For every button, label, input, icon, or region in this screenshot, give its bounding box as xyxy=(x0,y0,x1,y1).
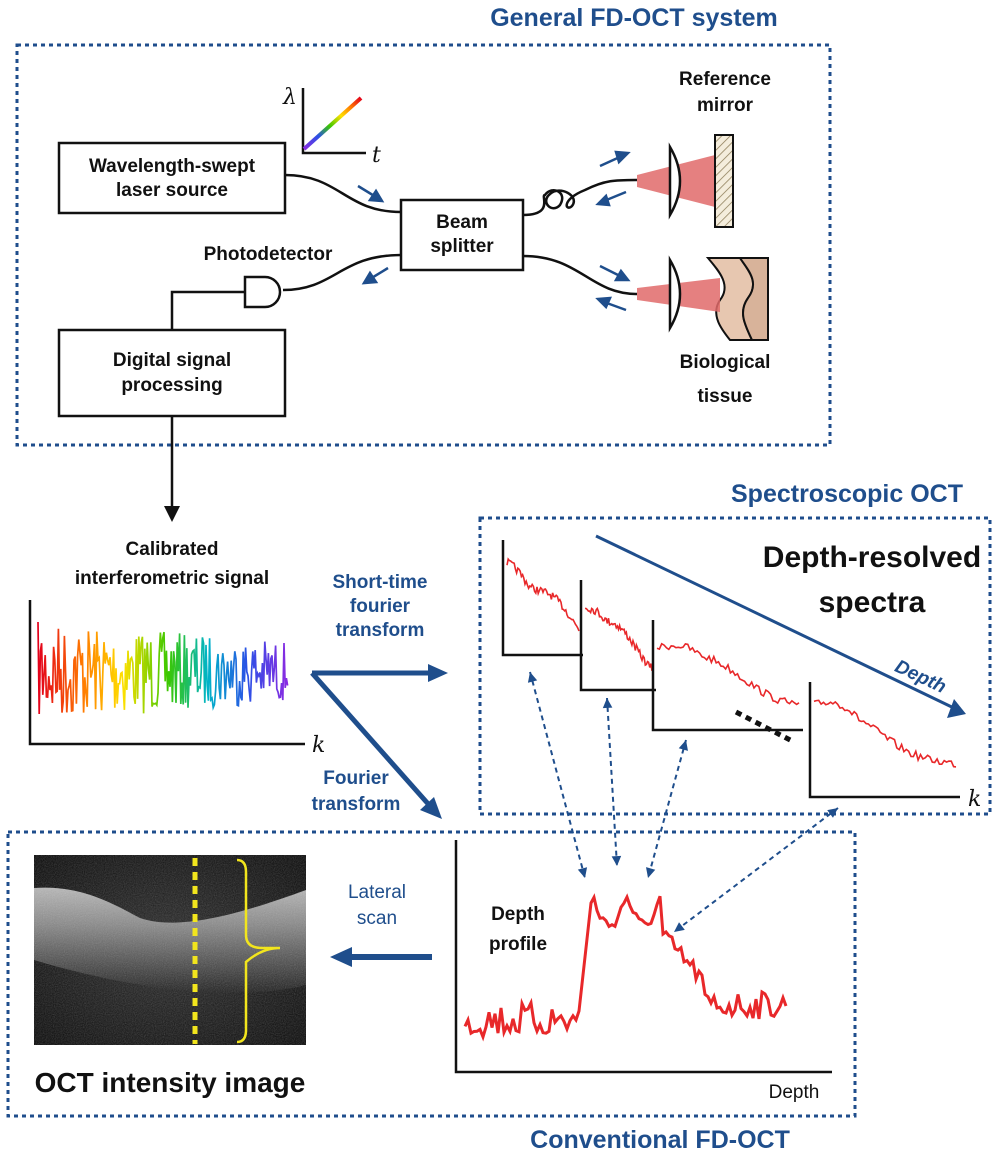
sweep-t-symbol: t xyxy=(372,143,381,168)
correspondence-line xyxy=(529,671,586,879)
spectrum-panel-axes xyxy=(651,620,803,732)
ft-arrowhead xyxy=(420,797,442,819)
direction-arrows xyxy=(357,150,631,312)
depth-arrowhead xyxy=(947,699,966,718)
wire-detector-to-dsp xyxy=(170,290,245,330)
ft-label-1: Fourier xyxy=(323,768,389,789)
sweep-axes xyxy=(301,88,366,155)
depth-profile-trace xyxy=(463,893,788,1042)
depth-axis-label: Depth xyxy=(769,1082,820,1103)
oct-image xyxy=(34,855,306,1045)
stft-label-1: Short-time xyxy=(333,572,428,593)
depth-profile-label-2: profile xyxy=(489,934,547,955)
depth-profile-axes xyxy=(454,840,832,1074)
wavelength-sweep-plot: λ t xyxy=(282,85,381,168)
tissue-label-2: tissue xyxy=(698,386,753,407)
reference-lens xyxy=(668,142,682,220)
spectrum-curve xyxy=(813,699,957,768)
correspondence-arrowhead xyxy=(646,867,656,878)
lateral-label-1: Lateral xyxy=(348,882,406,903)
stft-label-3: transform xyxy=(336,620,425,641)
oct-speckle xyxy=(34,855,306,1045)
tissue-layer-2 xyxy=(738,257,769,341)
reference-arm xyxy=(637,134,734,228)
spectrum-curve xyxy=(656,642,800,706)
spectrum-curve xyxy=(584,606,653,672)
correspondence-arrowhead xyxy=(827,808,838,818)
splitter-label-1: Beam xyxy=(436,212,488,233)
signal-axes xyxy=(28,600,305,746)
reference-mirror xyxy=(714,134,734,228)
correspondence-arrowhead xyxy=(602,698,613,709)
photodetector-symbol xyxy=(243,275,282,309)
correspondence-line xyxy=(606,697,618,867)
sweep-lambda-symbol: λ xyxy=(282,85,297,110)
spectra-title-2: spectra xyxy=(819,586,926,619)
conventional-frame xyxy=(6,830,857,1118)
spectroscopic-title: Spectroscopic OCT xyxy=(731,480,963,508)
correspondence-arrowhead xyxy=(678,740,688,751)
dsp-label-1: Digital signal xyxy=(113,350,231,371)
dsp-output-arrowhead xyxy=(164,506,180,522)
beam-splitter-box xyxy=(399,198,525,272)
stft-arrowhead xyxy=(428,664,448,682)
spectra-k-symbol: k xyxy=(968,787,981,812)
correspondence-arrowhead xyxy=(577,867,588,878)
laser-source-box xyxy=(57,141,287,215)
interferometric-signal-trace xyxy=(37,621,289,715)
dsp-box xyxy=(57,328,287,418)
spectrum-curve xyxy=(506,557,580,632)
conventional-title: Conventional FD-OCT xyxy=(530,1126,790,1154)
correspondence-arrowhead xyxy=(674,922,685,932)
system-frame xyxy=(15,43,832,447)
correspondence-arrowhead xyxy=(527,672,538,683)
tissue-label-1: Biological xyxy=(680,352,771,373)
depth-profile-label-1: Depth xyxy=(491,904,545,925)
spectroscopic-frame xyxy=(478,516,992,816)
sweep-rainbow-line xyxy=(302,96,363,151)
signal-label-2: interferometric signal xyxy=(75,568,269,589)
splitter-label-2: splitter xyxy=(430,236,494,257)
spectra-title-1: Depth-resolved xyxy=(763,541,981,574)
signal-k-symbol: k xyxy=(312,733,325,758)
reference-label-1: Reference xyxy=(679,69,771,90)
reference-label-2: mirror xyxy=(697,95,754,116)
depth-resolved-spectra xyxy=(501,540,960,799)
fiber-loop-to-reference xyxy=(522,178,638,217)
laser-label-2: laser source xyxy=(116,180,228,201)
spectra-ellipsis xyxy=(734,709,796,745)
photodetector-label: Photodetector xyxy=(204,244,333,265)
spectrum-panel-axes xyxy=(579,580,656,692)
depth-bracket xyxy=(236,858,281,1044)
stft-label-2: fourier xyxy=(350,596,411,617)
depth-arrow-line xyxy=(595,534,959,712)
ft-label-2: transform xyxy=(312,794,401,815)
lateral-scan-arrowhead xyxy=(330,947,352,967)
spectrum-panel-axes xyxy=(808,682,960,799)
correspondence-arrowhead xyxy=(611,855,622,866)
dsp-label-2: processing xyxy=(121,375,222,396)
oct-image-label: OCT intensity image xyxy=(35,1067,306,1098)
laser-label-1: Wavelength-swept xyxy=(89,156,256,177)
system-title: General FD-OCT system xyxy=(490,4,778,32)
correspondence-line xyxy=(673,807,839,933)
fiber-to-photodetector xyxy=(282,253,402,292)
fiber-laser-to-splitter xyxy=(284,173,402,214)
correspondence-line xyxy=(647,739,687,879)
sample-arm xyxy=(637,255,769,341)
ft-arrow-line xyxy=(310,671,432,808)
spectrum-panel-axes xyxy=(501,540,583,657)
correspondence-arrows xyxy=(527,671,839,933)
lateral-label-2: scan xyxy=(357,908,397,929)
signal-label-1: Calibrated xyxy=(126,539,219,560)
fiber-to-sample xyxy=(522,254,638,296)
sample-lens xyxy=(668,255,682,333)
